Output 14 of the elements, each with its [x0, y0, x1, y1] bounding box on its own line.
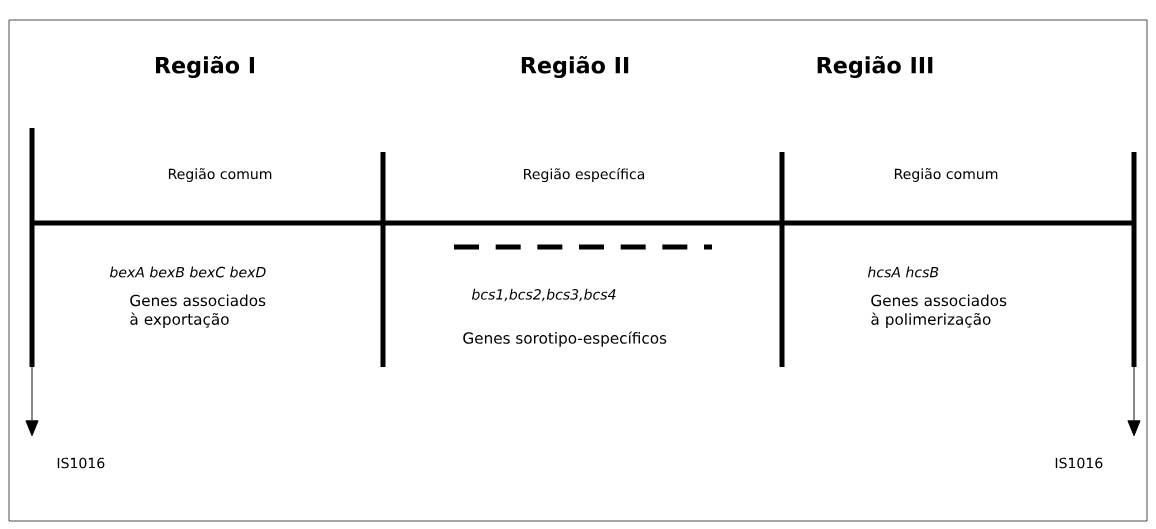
gene-description: Genes associados à polimerização [871, 294, 1007, 328]
gene-names: bcs1,bcs2,bcs3,bcs4 [471, 288, 616, 302]
region-heading: Região II [521, 55, 629, 79]
insertion-label: IS1016 [1055, 457, 1103, 469]
region-heading: Região III [817, 55, 933, 79]
region-label: Região comum [894, 168, 998, 182]
region-heading: Região I [155, 55, 255, 79]
region-label: Região comum [168, 168, 272, 182]
gene-description: Genes sorotipo-específicos [463, 331, 667, 347]
insertion-label: IS1016 [57, 457, 105, 469]
gene-names: hcsA hcsB [867, 266, 939, 278]
gene-names: bexA bexB bexC bexD [109, 266, 266, 278]
gene-description: Genes associados à exportação [130, 294, 266, 328]
region-label: Região específica [524, 167, 645, 183]
